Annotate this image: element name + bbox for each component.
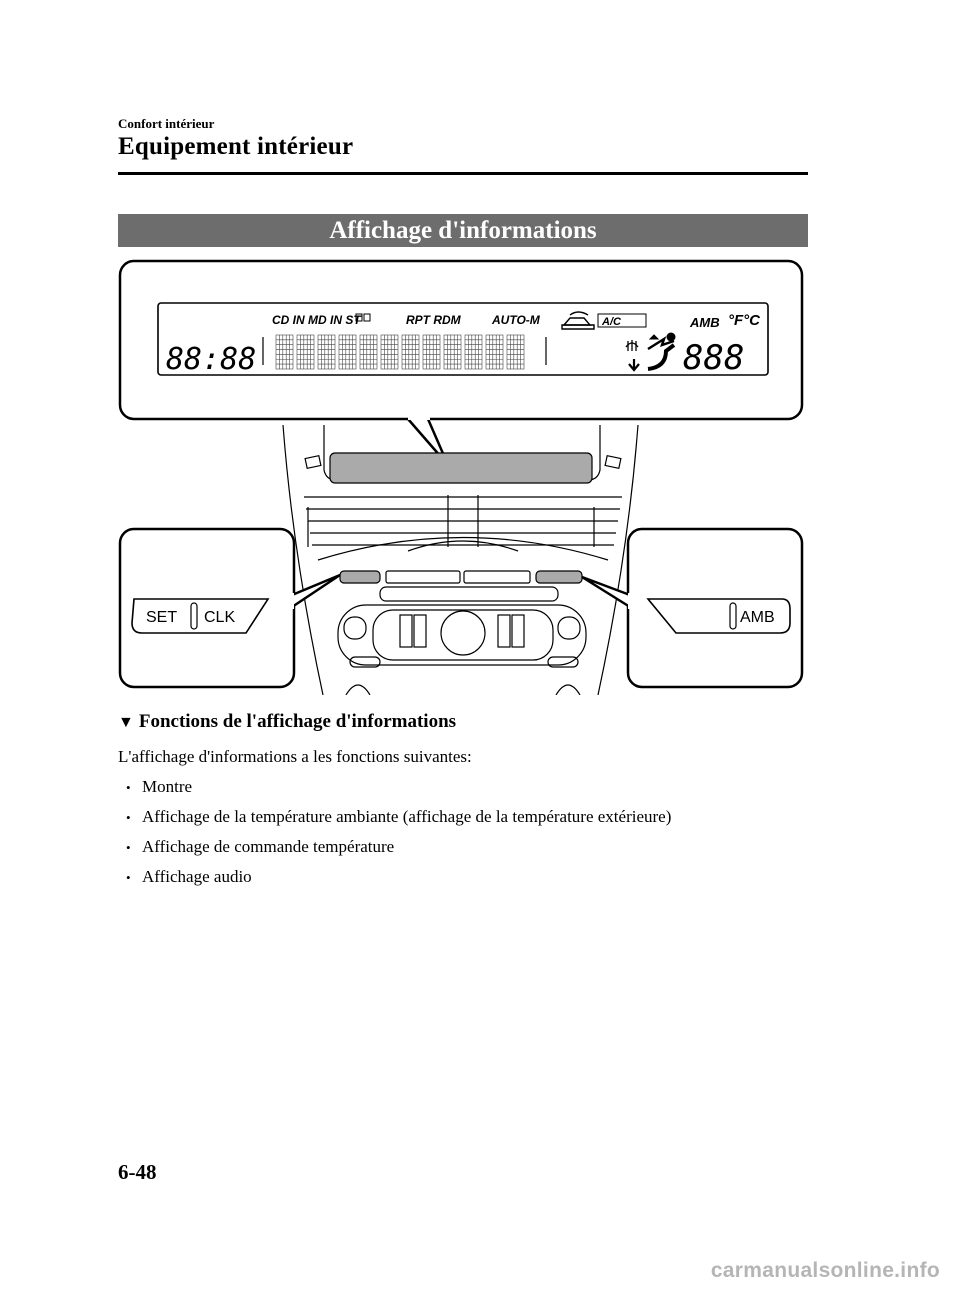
section-banner: Affichage d'informations [118, 214, 808, 247]
section-label: Confort intérieur [118, 116, 215, 131]
watermark: carmanualsonline.info [710, 1259, 940, 1282]
lcd-auto-m: AUTO-M [491, 313, 541, 327]
lcd-dot-matrix [275, 334, 525, 370]
lcd-char-cell [359, 334, 378, 370]
bullet: • [126, 840, 131, 855]
amb-label: AMB [740, 609, 775, 626]
amb-button [646, 598, 791, 634]
list-item: •Affichage de la température ambiante (a… [126, 806, 671, 836]
defrost-icon [625, 340, 639, 351]
set-label: SET [146, 609, 177, 626]
function-list: •Montre •Affichage de la température amb… [126, 776, 671, 896]
lcd-rpt-rdm: RPT RDM [406, 313, 462, 327]
lcd-char-cell [443, 334, 462, 370]
intro-text: L'affichage d'informations a les fonctio… [118, 747, 472, 766]
page-number: 6-48 [118, 1160, 157, 1184]
lcd-source-labels: CD IN MD IN ST [272, 313, 362, 327]
bullet: • [126, 810, 131, 825]
lcd-amb: AMB [689, 315, 720, 330]
clk-label: CLK [204, 609, 235, 626]
center-console [282, 424, 639, 695]
list-item: •Montre [126, 776, 671, 806]
recirculation-icon [561, 311, 595, 330]
lcd-char-cell [317, 334, 336, 370]
information-display-illustration: 88:88 CD IN MD IN ST RPT RDM AUTO-M A/C … [118, 259, 804, 695]
subheading-marker: ▼ [118, 714, 134, 731]
list-item: •Affichage audio [126, 866, 671, 896]
lcd-units: °F°C [728, 312, 761, 329]
lcd-char-cell [296, 334, 315, 370]
set-clk-button [131, 598, 270, 634]
list-item: •Affichage de commande température [126, 836, 671, 866]
lcd-char-cell [422, 334, 441, 370]
lcd-char-cell [464, 334, 483, 370]
airflow-person-icon [628, 332, 676, 372]
subheading-text: Fonctions de l'affichage d'informations [138, 711, 457, 732]
lcd-char-cell [380, 334, 399, 370]
bullet: • [126, 870, 131, 885]
lcd-ac: A/C [601, 316, 622, 328]
lcd-ac-box [597, 313, 647, 328]
subheading: ▼Fonctions de l'affichage d'informations [118, 711, 456, 733]
title-rule [118, 172, 808, 175]
lcd-char-cell [506, 334, 525, 370]
lcd-char-cell [401, 334, 420, 370]
lcd-clock: 88:88 [166, 342, 256, 377]
lcd-char-cell [338, 334, 357, 370]
lcd-temp-digits: 888 [683, 338, 744, 378]
lcd-char-cell [485, 334, 504, 370]
page-title: Equipement intérieur [118, 133, 354, 160]
bullet: • [126, 780, 131, 795]
lcd-char-cell [275, 334, 294, 370]
